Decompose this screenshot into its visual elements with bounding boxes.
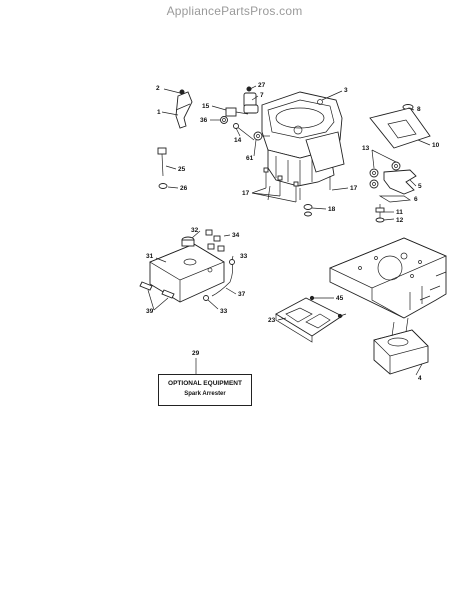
label-3: 3 — [344, 87, 348, 94]
label-37: 37 — [238, 291, 246, 298]
label-26: 26 — [180, 185, 188, 192]
label-8: 8 — [417, 106, 421, 113]
part-17-bolts[interactable] — [263, 167, 331, 202]
part-31-muffler[interactable] — [149, 243, 225, 303]
part-10[interactable] — [369, 107, 431, 149]
label-61: 61 — [246, 155, 254, 162]
spark-arrester-label: Spark Arrester — [184, 391, 226, 397]
label-1: 1 — [157, 109, 161, 116]
part-11-12[interactable] — [375, 204, 385, 223]
label-12: 12 — [396, 217, 404, 224]
callout-labels: 1 2 3 4 5 6 7 8 10 11 12 13 14 15 17 17 … — [146, 82, 440, 382]
part-37-rod[interactable] — [203, 259, 235, 301]
part-15-36[interactable] — [220, 107, 249, 124]
part-27-7[interactable] — [243, 86, 259, 114]
optional-equipment-title: OPTIONAL EQUIPMENT — [168, 380, 242, 387]
engine[interactable] — [261, 91, 345, 201]
part-39[interactable] — [139, 281, 175, 299]
watermark-text: AppliancePartsPros.com — [166, 4, 303, 18]
label-17b: 17 — [350, 185, 358, 192]
part-45[interactable] — [309, 295, 347, 319]
label-23: 23 — [268, 317, 276, 324]
part-4-muffler[interactable] — [373, 317, 429, 375]
label-10: 10 — [432, 142, 440, 149]
label-32: 32 — [191, 227, 199, 234]
label-36: 36 — [200, 117, 208, 124]
label-29: 29 — [192, 350, 200, 357]
part-18[interactable] — [303, 204, 313, 217]
label-33b: 33 — [220, 308, 228, 315]
label-39: 39 — [146, 308, 154, 315]
label-45: 45 — [336, 295, 344, 302]
part-34[interactable] — [205, 229, 225, 252]
label-34: 34 — [232, 232, 240, 239]
label-31: 31 — [146, 253, 154, 260]
part-32[interactable] — [181, 236, 195, 247]
part-5-6[interactable] — [378, 169, 417, 203]
part-13[interactable] — [369, 161, 401, 189]
part-25[interactable] — [157, 147, 167, 177]
optional-equipment-box: OPTIONAL EQUIPMENT Spark Arrester — [158, 374, 252, 406]
label-7: 7 — [260, 92, 264, 99]
label-13: 13 — [362, 145, 370, 152]
label-33a: 33 — [240, 253, 248, 260]
label-17a: 17 — [242, 190, 250, 197]
part-61[interactable] — [253, 131, 270, 141]
label-4: 4 — [418, 375, 422, 382]
leader-lines — [147, 85, 431, 376]
label-11: 11 — [396, 209, 403, 216]
label-5: 5 — [418, 183, 422, 190]
label-27: 27 — [258, 82, 266, 89]
label-2: 2 — [156, 85, 160, 92]
part-23-shield[interactable] — [275, 297, 343, 343]
mounting-plate[interactable] — [329, 237, 447, 319]
label-25: 25 — [178, 166, 186, 173]
label-14: 14 — [234, 137, 242, 144]
part-26[interactable] — [158, 183, 168, 189]
label-6: 6 — [414, 196, 418, 203]
part-1-2-bracket[interactable] — [175, 89, 193, 129]
label-18: 18 — [328, 206, 336, 213]
label-15: 15 — [202, 103, 210, 110]
